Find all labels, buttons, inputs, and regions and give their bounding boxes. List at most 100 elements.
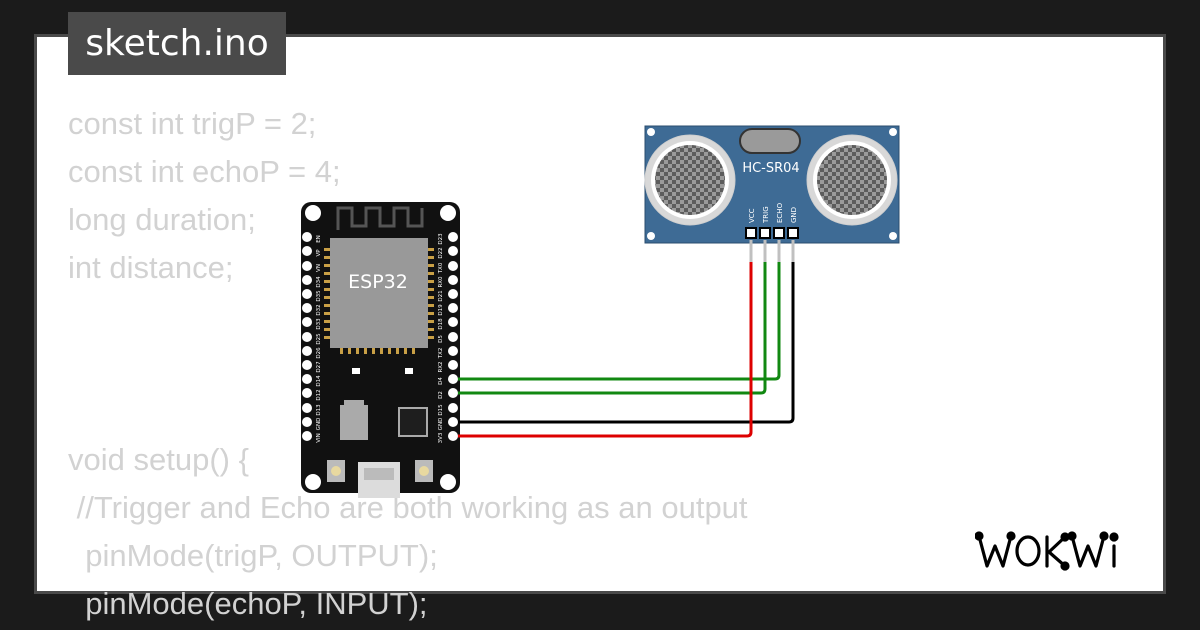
esp32-pin-hole[interactable] (302, 360, 312, 370)
file-tab-label: sketch.ino (85, 23, 269, 64)
esp32-pin-label: D19 (438, 304, 444, 316)
wire-gnd-gnd[interactable] (458, 262, 795, 424)
esp32-pin-hole[interactable] (302, 246, 312, 256)
esp32-pin-label: D22 (438, 247, 444, 258)
esp32-pin-hole[interactable] (302, 303, 312, 313)
sensor-pin-echo[interactable] (773, 227, 785, 239)
esp32-pin-hole[interactable] (448, 360, 458, 370)
esp32-pin-hole[interactable] (302, 431, 312, 441)
esp32-pin-hole[interactable] (448, 275, 458, 285)
esp32-pin-label: D21 (438, 290, 444, 301)
esp32-pin-hole[interactable] (302, 346, 312, 356)
sensor-pin-label: TRIG (762, 206, 770, 224)
esp32-pin-label: D5 (438, 335, 444, 343)
esp32-pin-label: D34 (316, 276, 322, 288)
esp32-pin-hole[interactable] (302, 289, 312, 299)
esp32-pin-label: D14 (316, 375, 322, 387)
esp32-pin-d4[interactable] (448, 374, 458, 384)
esp32-pin-hole[interactable] (448, 346, 458, 356)
code-line: long duration; (68, 202, 256, 237)
wire-d2-trig[interactable] (458, 262, 767, 395)
hc-sr04-sensor[interactable]: HC-SR04 VCC TRIG ECHO GND (644, 125, 900, 262)
esp32-pin-hole[interactable] (302, 332, 312, 342)
esp32-pin-label: D12 (316, 389, 322, 400)
esp32-pin-hole[interactable] (302, 275, 312, 285)
wire-3v3-vcc[interactable] (458, 262, 753, 438)
esp32-pin-label: D15 (438, 404, 444, 416)
esp32-pin-3v3[interactable] (448, 431, 458, 441)
esp32-pin-hole[interactable] (448, 403, 458, 413)
wire-d4-echo[interactable] (458, 262, 781, 381)
esp32-pin-label: RX2 (438, 361, 444, 372)
esp32-pin-label: RX0 (438, 276, 444, 288)
sensor-pin-label: VCC (748, 208, 756, 223)
esp32-pin-hole[interactable] (448, 232, 458, 242)
esp32-pin-hole[interactable] (448, 317, 458, 327)
esp32-pin-label: D27 (316, 361, 322, 373)
esp32-pin-hole[interactable] (448, 261, 458, 271)
esp32-pin-label: D33 (316, 318, 322, 330)
esp32-pin-label: VP (316, 249, 322, 257)
sensor-label: HC-SR04 (742, 161, 799, 176)
esp32-pin-label: VIN (316, 433, 322, 443)
esp32-pin-label: D18 (438, 318, 444, 330)
wokwi-logo (975, 531, 1119, 571)
esp32-pin-hole[interactable] (302, 261, 312, 271)
esp32-board[interactable]: ESP32 (301, 202, 460, 498)
mount-hole (889, 232, 897, 240)
esp32-right-pin-column (448, 232, 458, 441)
esp32-module (330, 238, 428, 348)
sensor-pin-label: ECHO (776, 202, 784, 223)
esp32-pin-hole[interactable] (302, 232, 312, 242)
mount-hole (305, 205, 321, 221)
esp32-pin-label: D26 (316, 347, 322, 359)
esp32-pin-label: D35 (316, 290, 322, 302)
boot-button-cap (419, 466, 429, 476)
esp32-pin-hole[interactable] (448, 303, 458, 313)
esp32-pin-gnd[interactable] (448, 417, 458, 427)
transducer-mesh (817, 145, 887, 215)
usb-uart-chip (398, 407, 428, 437)
code-line: int distance; (68, 250, 234, 285)
file-tab[interactable]: sketch.ino (68, 12, 286, 75)
esp32-pin-d2[interactable] (448, 388, 458, 398)
voltage-regulator (340, 405, 368, 440)
code-line: const int echoP = 4; (68, 154, 341, 189)
esp32-pin-label: D25 (316, 333, 322, 345)
sensor-pin-vcc[interactable] (745, 227, 757, 239)
sensor-pin-gnd[interactable] (787, 227, 799, 239)
esp32-pin-hole[interactable] (448, 332, 458, 342)
mount-hole (440, 205, 456, 221)
esp32-pin-label: GND (316, 418, 322, 431)
esp32-pin-label: 3V3 (438, 432, 444, 443)
esp32-pin-label: D4 (438, 377, 444, 385)
esp32-pin-hole[interactable] (302, 317, 312, 327)
esp32-pin-label: TX2 (438, 348, 444, 360)
usb-connector-port (364, 468, 394, 480)
esp32-pin-label: GND (438, 418, 444, 431)
esp32-pin-hole[interactable] (448, 289, 458, 299)
esp32-pin-hole[interactable] (302, 403, 312, 413)
esp32-pin-label: D2 (438, 391, 444, 399)
esp32-pin-hole[interactable] (302, 388, 312, 398)
code-line: pinMode(echoP, INPUT); (68, 586, 428, 621)
code-line: void setup() { (68, 442, 249, 477)
mount-hole (305, 474, 321, 490)
canvas-card (34, 34, 1166, 594)
esp32-pin-label: TX0 (438, 262, 444, 274)
sensor-pin-trig[interactable] (759, 227, 771, 239)
esp32-pin-hole[interactable] (302, 374, 312, 384)
wires (458, 262, 795, 438)
antenna-trace (336, 206, 424, 230)
mount-hole (647, 128, 655, 136)
esp32-pin-label: D13 (316, 404, 322, 416)
esp32-pin-hole[interactable] (302, 417, 312, 427)
esp32-pin-label: D23 (438, 233, 444, 245)
mount-hole (647, 232, 655, 240)
esp32-pin-label: D32 (316, 304, 322, 315)
esp32-left-pin-column (302, 232, 312, 441)
code-line: const int trigP = 2; (68, 106, 317, 141)
reset-button-cap (331, 466, 341, 476)
esp32-pin-hole[interactable] (448, 246, 458, 256)
